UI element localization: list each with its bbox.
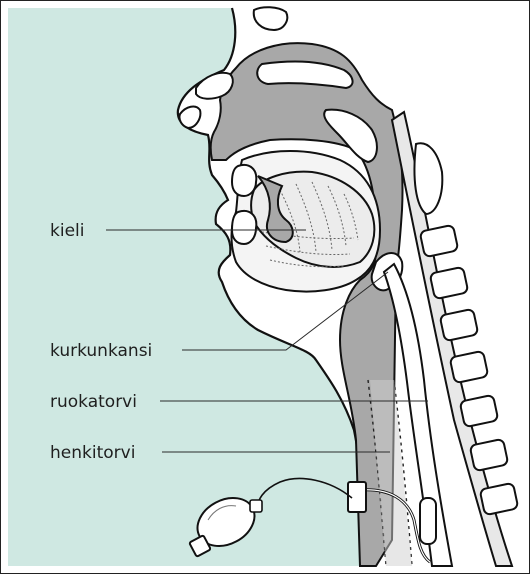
label-kurkunkansi: kurkunkansi (50, 341, 152, 361)
lower-teeth (232, 211, 256, 244)
nose-cartilage (179, 107, 200, 128)
tube-cuff (420, 498, 436, 544)
label-ruokatorvi: ruokatorvi (50, 392, 137, 412)
label-kieli: kieli (50, 221, 84, 241)
vertebra-3 (430, 267, 469, 300)
bag-neck (250, 500, 262, 512)
vertebra-7 (470, 439, 509, 472)
vertebra-2 (420, 225, 459, 258)
vertebra-6 (460, 395, 499, 428)
vertebra-1 (414, 143, 442, 214)
vertebra-4 (440, 309, 479, 342)
upper-teeth (232, 165, 256, 196)
label-henkitorvi: henkitorvi (50, 443, 135, 463)
skull-bone-top (254, 7, 288, 30)
vertebra-8 (480, 483, 519, 516)
vertebra-5 (450, 351, 489, 384)
